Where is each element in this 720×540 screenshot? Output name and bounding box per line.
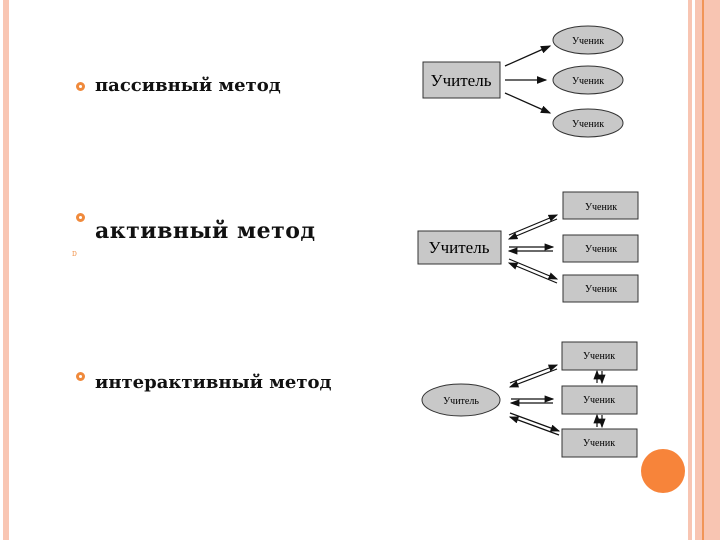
student-label: Ученик [583,438,615,449]
student-box [562,234,639,263]
student-box [561,341,638,371]
student-ellipse [552,108,624,138]
active-diagram: Учитель Ученик Ученик Ученик [417,191,639,303]
student-box [561,428,638,458]
student-label: Ученик [583,395,615,406]
interactive-diagram: Учитель Ученик Ученик Ученик [421,341,638,458]
student-label: Ученик [572,119,604,130]
student-label: Ученик [583,351,615,362]
teacher-box [417,230,502,265]
student-label: Ученик [585,244,617,255]
item-passive-method: пассивный метод [95,75,281,96]
teacher-label: Учитель [429,238,490,257]
decorative-orange-circle [641,449,685,493]
student-label: Ученик [585,284,617,295]
right-frame [688,0,720,540]
student-label: Ученик [572,36,604,47]
passive-diagram: Учитель Ученик Ученик Ученик [422,25,624,138]
bullet-icon [76,213,85,222]
student-ellipse [552,25,624,55]
left-frame-stripe [3,0,9,540]
teacher-label: Учитель [443,396,479,407]
student-ellipse [552,65,624,95]
teacher-label: Учитель [431,71,492,90]
bullet-icon [76,372,85,381]
sub-bullet: D [72,251,77,258]
bullet-icon [76,82,85,91]
student-box [562,191,639,220]
student-box [562,274,639,303]
teacher-box [422,61,501,99]
student-label: Ученик [585,202,617,213]
student-box [561,385,638,415]
item-active-method: активный метод [95,218,316,244]
teacher-ellipse [421,383,501,417]
student-label: Ученик [572,76,604,87]
item-interactive-method: интерактивный метод [95,372,332,393]
